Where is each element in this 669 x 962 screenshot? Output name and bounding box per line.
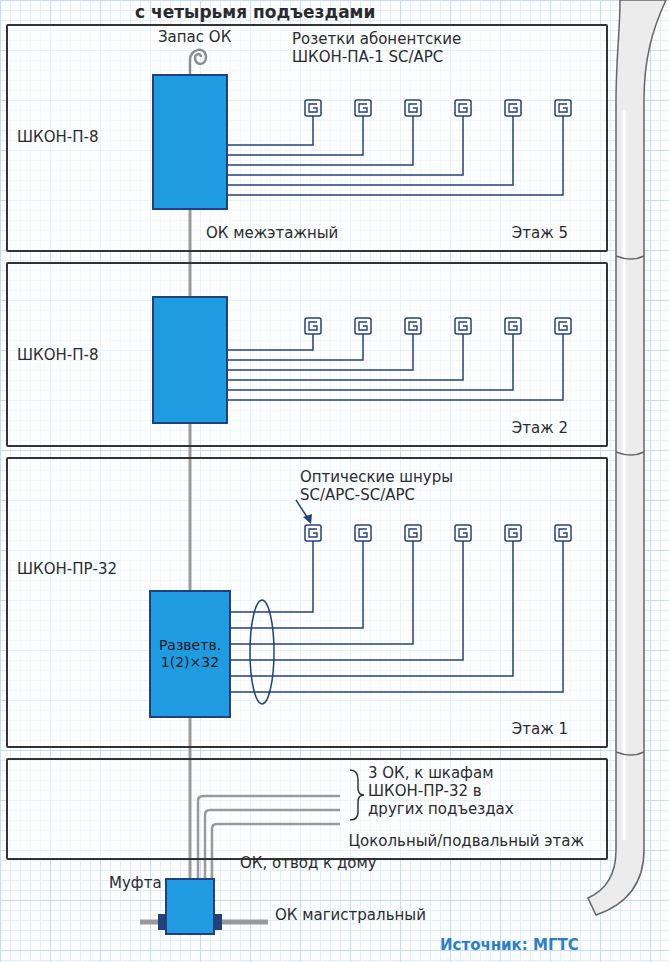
annotation: ОК, отвод к дому (240, 854, 377, 872)
socket-mark (409, 322, 417, 330)
annotation: ОК межэтажный (206, 224, 338, 242)
socket-icon (405, 100, 421, 116)
socket-mark (409, 529, 417, 537)
drop-wire (228, 334, 463, 380)
socket-mark (459, 529, 467, 537)
drop-wire (228, 334, 313, 350)
cord-bundle (250, 600, 274, 704)
riser-cable (189, 210, 192, 296)
socket-icon (505, 318, 521, 334)
drop-wire (231, 541, 363, 628)
annotation: Запас ОК (158, 28, 231, 46)
socket-mark (309, 322, 317, 330)
splitter-cabinet: ШКОН-ПР-32Разветв. 1(2)×32 (149, 590, 231, 718)
socket-mark (359, 322, 367, 330)
annotation: ОК магистральный (275, 906, 426, 924)
source-caption: Источник: МГТС (440, 936, 579, 954)
cabinet-label: ШКОН-П-8 (17, 346, 98, 364)
floor-fill (6, 457, 608, 748)
socket-mark (509, 104, 517, 112)
floor-fill (6, 262, 608, 447)
drop-wire (231, 541, 413, 644)
closure-flange (215, 914, 222, 930)
annotation: Розетки абонентские ШКОН-ПА-1 SC/APC (292, 30, 507, 66)
socket-mark (559, 322, 567, 330)
socket-mark (359, 529, 367, 537)
socket-mark (509, 322, 517, 330)
floor-band: Этаж 2 ШКОН-П-8 (6, 262, 608, 447)
cabinet-label: ШКОН-ПР-32 (17, 560, 117, 578)
drop-wire (231, 541, 313, 612)
closure-flange (158, 914, 165, 930)
socket-mark (309, 104, 317, 112)
annotation: Оптические шнуры SC/APC-SC/APC (300, 468, 480, 504)
socket-icon (505, 525, 521, 541)
socket-icon (355, 318, 371, 334)
socket-mark (309, 529, 317, 537)
floor-band: Цокольный/подвальный этаж (6, 758, 608, 860)
splitter-text: Разветв. 1(2)×32 (151, 637, 229, 671)
cable-coil (190, 50, 206, 74)
socket-mark (559, 529, 567, 537)
pointer-arrowhead (303, 514, 312, 524)
pipe-joint (616, 256, 644, 259)
drop-wire (228, 116, 413, 165)
socket-icon (555, 100, 571, 116)
closure-label: Муфта (109, 874, 162, 892)
annotation: 3 ОК, к шкафам ШКОН-ПР-32 в других подъе… (368, 764, 523, 818)
socket-icon (555, 318, 571, 334)
drop-wire (228, 334, 363, 360)
socket-icon (405, 525, 421, 541)
pipe-highlight (623, 110, 626, 840)
socket-icon (305, 525, 321, 541)
pipe-joint (616, 752, 644, 755)
socket-icon (505, 100, 521, 116)
socket-icon (455, 525, 471, 541)
cabinet-box: ШКОН-П-8 (152, 74, 228, 210)
drop-wire (228, 334, 563, 400)
socket-mark (559, 104, 567, 112)
cabinet-label: ШКОН-П-8 (17, 128, 98, 146)
floor-label: Этаж 2 (512, 419, 568, 437)
socket-icon (405, 318, 421, 334)
drop-wire (228, 116, 463, 175)
socket-icon (455, 318, 471, 334)
drop-wire (228, 334, 413, 370)
drop-wire (228, 334, 513, 390)
riser-cable (189, 424, 192, 590)
socket-icon (455, 100, 471, 116)
socket-icon (555, 525, 571, 541)
socket-icon (305, 100, 321, 116)
socket-mark (459, 322, 467, 330)
drop-wire (228, 116, 363, 155)
socket-mark (459, 104, 467, 112)
floor-label: Цокольный/подвальный этаж (348, 832, 584, 850)
cabinet-box: ШКОН-П-8 (152, 296, 228, 424)
socket-icon (355, 525, 371, 541)
pipe-joint (616, 452, 644, 455)
splice-closure: Муфта (165, 878, 215, 935)
riser-cable (189, 718, 192, 878)
floor-label: Этаж 1 (512, 720, 568, 738)
drop-wire (231, 541, 563, 692)
branch-cable (212, 824, 340, 882)
drop-wire (228, 116, 313, 145)
brace (350, 770, 364, 820)
floor-fill (6, 24, 608, 252)
floor-label: Этаж 5 (512, 224, 568, 242)
diagram-title: с четырьмя подъездами (135, 2, 375, 22)
drop-wire (228, 116, 563, 195)
socket-icon (305, 318, 321, 334)
socket-mark (509, 529, 517, 537)
drop-wire (231, 541, 463, 660)
socket-mark (409, 104, 417, 112)
socket-icon (355, 100, 371, 116)
drop-wire (228, 116, 513, 185)
socket-mark (359, 104, 367, 112)
